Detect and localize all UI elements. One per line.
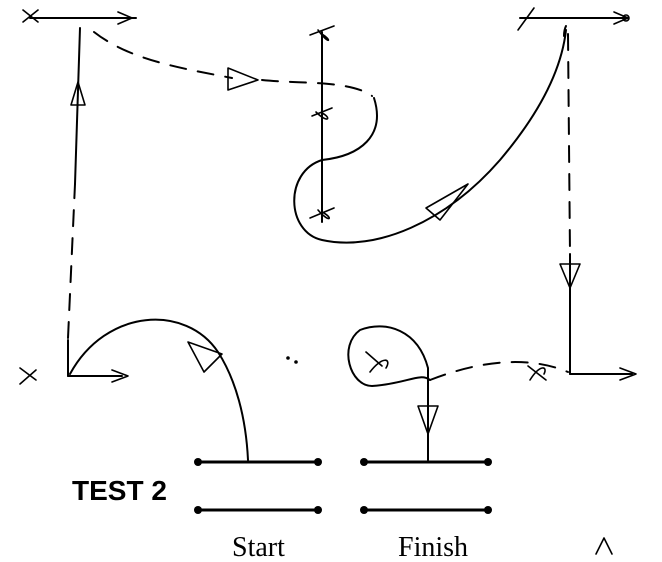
right-route bbox=[517, 7, 637, 381]
finish-bars bbox=[360, 458, 492, 514]
start-bars bbox=[194, 458, 322, 514]
center-route bbox=[293, 25, 567, 244]
start-label: Start bbox=[232, 532, 285, 562]
stray-marks bbox=[286, 356, 613, 555]
finish-label: Finish bbox=[398, 532, 468, 562]
test-title: TEST 2 bbox=[72, 475, 167, 506]
left-route bbox=[22, 9, 373, 339]
left-lower-corner-marker bbox=[19, 339, 129, 385]
start-route bbox=[69, 318, 249, 461]
finish-route bbox=[347, 325, 569, 461]
